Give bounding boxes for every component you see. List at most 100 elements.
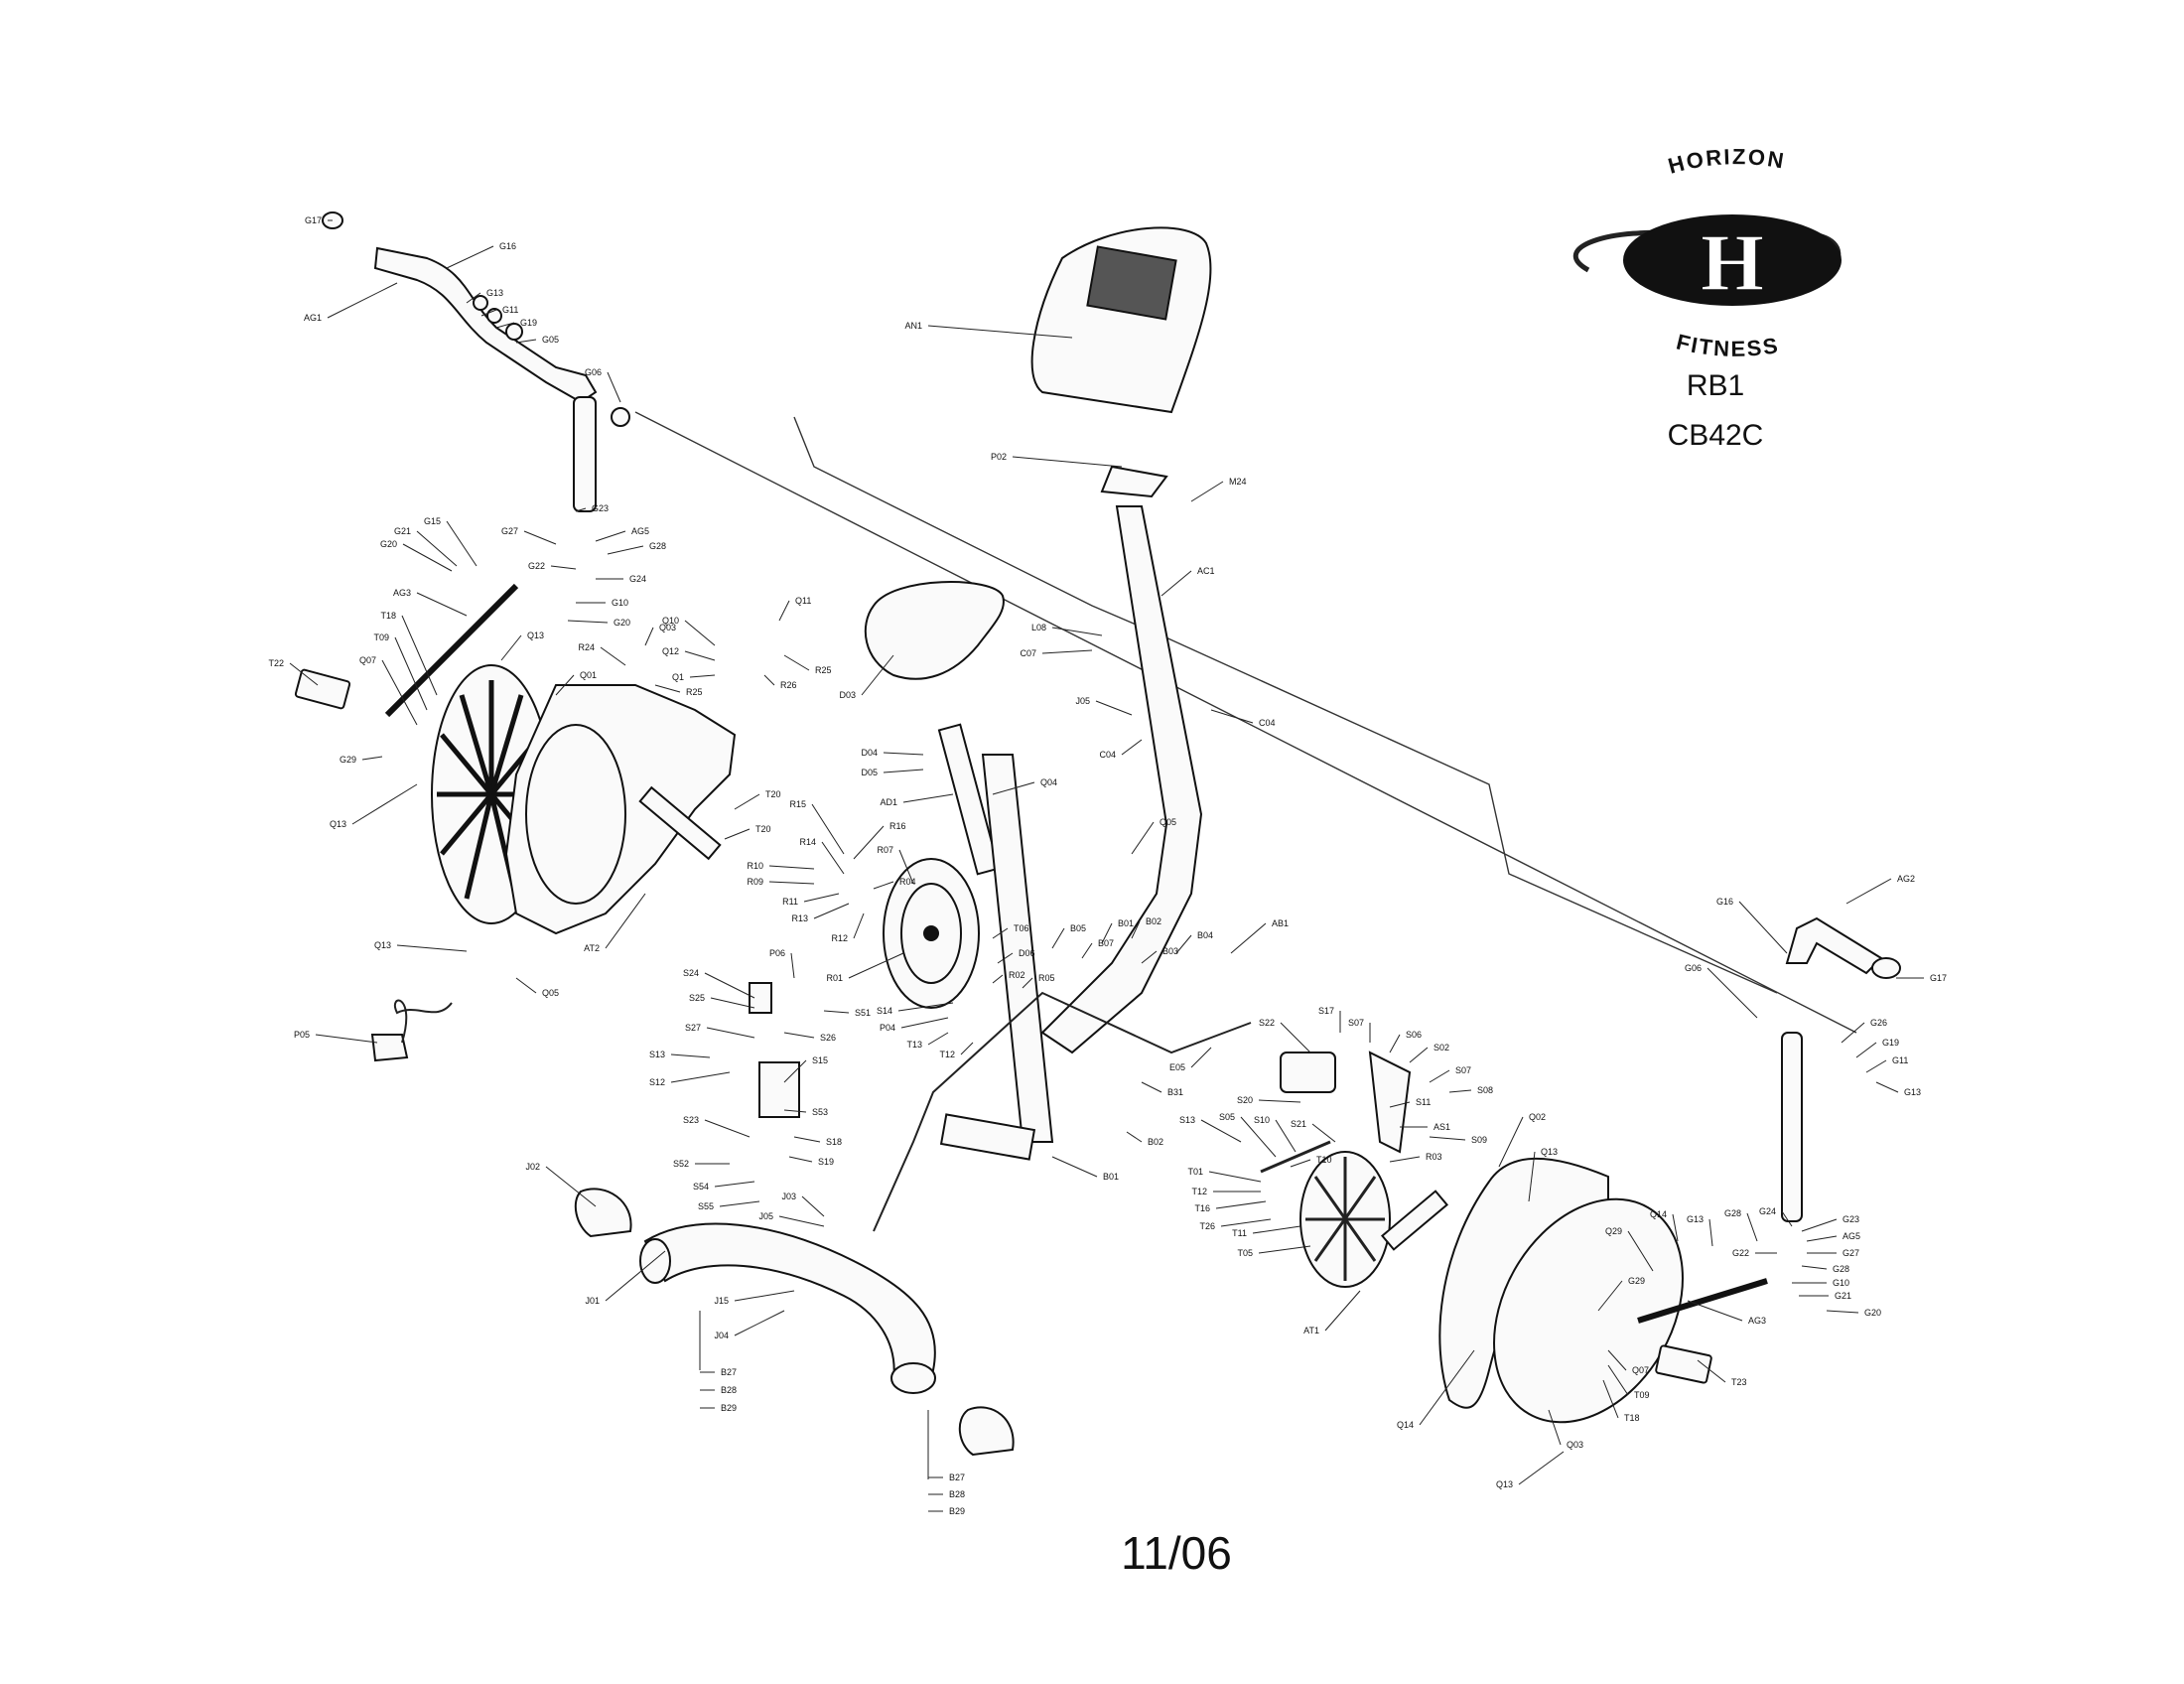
leader-line xyxy=(897,1002,954,1012)
leader-line xyxy=(704,972,755,999)
leader-line xyxy=(1697,1359,1726,1383)
part-label: R12 xyxy=(831,933,848,943)
leader-line xyxy=(605,893,646,949)
logo-monogram: H xyxy=(1701,217,1764,308)
leader-line xyxy=(992,974,1004,984)
part-label: G22 xyxy=(1732,1248,1749,1258)
part-label: G28 xyxy=(1724,1208,1741,1218)
leader-line xyxy=(1051,627,1103,636)
leader-line xyxy=(763,674,775,686)
leader-line xyxy=(1131,821,1155,855)
leader-line xyxy=(1389,1101,1411,1108)
part-label: B28 xyxy=(721,1385,737,1395)
bushing xyxy=(505,323,523,341)
part-label: T06 xyxy=(1014,923,1029,933)
leader-line xyxy=(768,881,815,885)
part-label: G27 xyxy=(1843,1248,1859,1258)
leader-line xyxy=(811,803,845,855)
part-label: S05 xyxy=(1219,1112,1235,1122)
part-label: S06 xyxy=(1406,1030,1422,1040)
part-label: T11 xyxy=(1232,1228,1247,1238)
leader-line xyxy=(1160,570,1192,597)
leader-line xyxy=(466,292,481,304)
part-label: AS1 xyxy=(1433,1122,1450,1132)
leader-line xyxy=(793,1136,821,1143)
leader-line xyxy=(1240,1116,1277,1158)
leader-line xyxy=(783,654,810,671)
leader-line xyxy=(783,1109,807,1113)
part-label: S53 xyxy=(812,1107,828,1117)
part-label: S07 xyxy=(1348,1018,1364,1028)
part-label: R10 xyxy=(747,861,763,871)
part-label: G15 xyxy=(424,516,441,526)
part-label: Q13 xyxy=(1496,1479,1513,1489)
handlebar-post-right xyxy=(1781,1032,1803,1222)
leader-line xyxy=(446,520,478,567)
part-label: R15 xyxy=(789,799,806,809)
part-label: AN1 xyxy=(904,321,922,331)
leader-line xyxy=(1389,1034,1401,1053)
part-label: S08 xyxy=(1477,1085,1493,1095)
leader-line xyxy=(861,654,894,696)
center-flywheel xyxy=(883,858,980,1009)
part-label: AC1 xyxy=(1197,566,1215,576)
leader-line xyxy=(523,530,557,545)
part-label: R03 xyxy=(1426,1152,1442,1162)
part-label: AG3 xyxy=(393,588,411,598)
part-label: G20 xyxy=(380,539,397,549)
base-tube xyxy=(643,1222,936,1382)
part-label: G17 xyxy=(305,215,322,225)
leader-line xyxy=(684,650,716,661)
part-label: G10 xyxy=(1833,1278,1849,1288)
part-label: G05 xyxy=(542,335,559,345)
part-label: R26 xyxy=(780,680,797,690)
leader-line xyxy=(883,769,924,773)
part-label: L08 xyxy=(1031,623,1046,632)
part-label: Q10 xyxy=(662,616,679,626)
part-label: C07 xyxy=(1020,648,1036,658)
leader-line xyxy=(790,952,795,979)
part-label: G24 xyxy=(629,574,646,584)
part-label: G13 xyxy=(1904,1087,1921,1097)
part-label: R24 xyxy=(578,642,595,652)
part-label: R25 xyxy=(815,665,832,675)
leader-line xyxy=(1022,977,1033,989)
leader-line xyxy=(1311,1123,1336,1143)
leader-line xyxy=(327,282,398,319)
part-label: S14 xyxy=(877,1006,892,1016)
part-label: T10 xyxy=(1316,1155,1332,1165)
leader-line xyxy=(1841,1022,1865,1044)
handlebar-grip-left xyxy=(373,246,598,404)
leader-line xyxy=(778,1215,825,1227)
part-label: G22 xyxy=(528,561,545,571)
part-label: R07 xyxy=(877,845,893,855)
leader-line xyxy=(813,903,850,919)
leader-line xyxy=(1280,1022,1311,1053)
part-label: J04 xyxy=(714,1331,729,1340)
part-label: B31 xyxy=(1167,1087,1183,1097)
part-label: S23 xyxy=(683,1115,699,1125)
part-label: S21 xyxy=(1291,1119,1306,1129)
part-label: B01 xyxy=(1103,1172,1119,1182)
leader-line xyxy=(704,1119,751,1138)
right-flywheel xyxy=(1299,1151,1449,1288)
part-label: T01 xyxy=(1187,1167,1203,1177)
logo-top-word: HORIZON xyxy=(1666,144,1788,179)
leader-line xyxy=(1051,1156,1098,1178)
linkage-arm-right xyxy=(1637,1278,1768,1324)
leader-line xyxy=(1597,1280,1623,1312)
part-label: T26 xyxy=(1199,1221,1215,1231)
part-label: R13 xyxy=(791,913,808,923)
part-label: G28 xyxy=(1833,1264,1849,1274)
seat-post xyxy=(937,723,1001,876)
part-label: T13 xyxy=(906,1040,922,1050)
leader-line xyxy=(1746,1212,1758,1242)
leader-line xyxy=(1865,1059,1887,1073)
part-label: AG1 xyxy=(304,313,322,323)
leader-line xyxy=(734,1310,785,1336)
leader-line xyxy=(689,674,716,678)
part-label: S24 xyxy=(683,968,699,978)
leader-line xyxy=(515,339,537,344)
part-label: G29 xyxy=(1628,1276,1645,1286)
